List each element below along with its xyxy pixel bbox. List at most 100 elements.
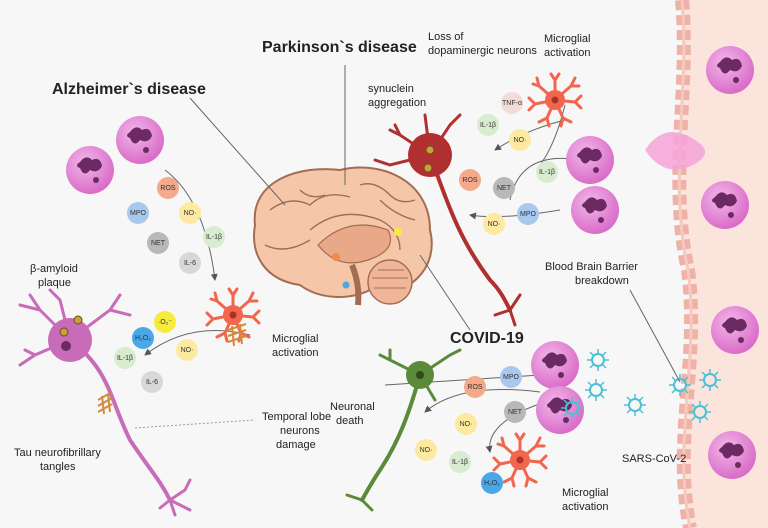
parkinson-neuron-soma [408, 133, 452, 177]
mediator-bubble-circle [157, 177, 179, 199]
brain-illustration [253, 166, 433, 306]
mediator-bubble-circle [517, 203, 539, 225]
label-tau: Tau neurofibrillary tangles [14, 447, 101, 473]
mediator-bubble-ad: NO· [179, 202, 201, 224]
mediator-bubble-label: H₂O₂ [135, 335, 151, 342]
mediator-bubble-circle [179, 252, 201, 274]
mediator-bubble-ad: NET [147, 232, 169, 254]
mediator-bubble-circle [509, 129, 531, 151]
svg-text:breakdown: breakdown [575, 275, 629, 287]
svg-text:Microglial: Microglial [272, 333, 318, 345]
mediator-bubble-label: TNF-α [502, 100, 522, 107]
temporal-connector [134, 419, 256, 429]
svg-text:Microglial: Microglial [562, 487, 608, 499]
mediator-bubble-ad: ·O₂⁻ [154, 311, 176, 333]
mediator-bubble-circle [483, 213, 505, 235]
mediator-bubble-pd: MPO [517, 203, 539, 225]
mediator-bubble-label: NET [508, 409, 523, 416]
mediator-bubble-ad: H₂O₂ [132, 327, 154, 349]
tau-tangles-icon [97, 391, 113, 415]
mediator-bubble-covid: MPO [500, 366, 522, 388]
mediator-bubble-circle [147, 232, 169, 254]
blood-vessel [645, 0, 768, 528]
mediator-bubble-ad: IL-1β [203, 226, 225, 248]
label-dopaminergic: Loss of dopaminergic neurons [428, 31, 537, 57]
tau-tangles-icon [227, 323, 247, 347]
mediator-bubble-circle [464, 376, 486, 398]
mediator-bubble-pd: NET [493, 177, 515, 199]
mediator-bubble-circle [154, 311, 176, 333]
svg-text:Temporal lobe: Temporal lobe [262, 411, 331, 423]
mediator-bubble-pd: NO· [509, 129, 531, 151]
svg-text:activation: activation [272, 347, 318, 359]
mediator-bubble-ad: IL-1β [114, 347, 136, 369]
label-microglial-pd: Microglial activation [544, 33, 590, 59]
svg-text:plaque: plaque [38, 277, 71, 289]
svg-text:death: death [336, 415, 364, 427]
bbb-connector [629, 289, 681, 383]
mediator-bubble-circle [477, 114, 499, 136]
mediator-bubble-label: NO· [184, 210, 197, 217]
mediator-bubble-covid: NET [504, 401, 526, 423]
mediator-bubble-circle [501, 92, 523, 114]
mediator-bubble-covid: NO· [415, 439, 437, 461]
mediator-bubble-circle [415, 439, 437, 461]
mediator-bubble-label: H₂O₂ [484, 480, 500, 487]
svg-text:Tau neurofibrillary: Tau neurofibrillary [14, 447, 101, 459]
alzheimer-title: Alzheimer`s disease [52, 81, 206, 98]
mediator-bubble-circle [132, 327, 154, 349]
mediator-bubble-ad: NO· [176, 339, 198, 361]
mediator-bubble-label: NO· [460, 421, 473, 428]
mediator-bubble-label: IL-1β [480, 122, 496, 129]
alzheimer-neuron-soma [48, 318, 92, 362]
mediator-bubble-label: ·O₂⁻ [158, 319, 172, 326]
mediator-bubble-circle [500, 366, 522, 388]
mediator-bubble-label: NO· [488, 221, 501, 228]
mediator-bubble-circle [179, 202, 201, 224]
svg-text:Microglial: Microglial [544, 33, 590, 45]
label-microglial-covid: Microglial activation [562, 487, 608, 513]
mediator-bubble-label: IL-1β [539, 169, 555, 176]
label-sars: SARS-CoV-2 [622, 453, 686, 465]
label-bbb: Blood Brain Barrier breakdown [545, 261, 638, 287]
mediator-bubble-label: MPO [130, 210, 147, 217]
mediator-bubble-label: IL-6 [184, 260, 196, 267]
mediator-bubble-circle [459, 169, 481, 191]
covid-title: COVID-19 [450, 330, 524, 347]
label-neuronal-death: Neuronal death [330, 401, 375, 427]
mediator-bubble-label: IL-6 [146, 379, 158, 386]
mediator-bubble-ad: IL-6 [141, 371, 163, 393]
svg-text:damage: damage [276, 439, 316, 451]
mediator-bubble-circle [493, 177, 515, 199]
microglia-icon [527, 72, 583, 128]
label-amyloid: β-amyloid plaque [30, 263, 78, 289]
mediator-bubble-circle [141, 371, 163, 393]
mediator-bubble-circle [176, 339, 198, 361]
mediator-bubble-pd: IL-1β [477, 114, 499, 136]
mediator-bubble-circle [504, 401, 526, 423]
mediator-bubble-covid: ROS [464, 376, 486, 398]
mediator-bubble-ad: IL-6 [179, 252, 201, 274]
mediator-bubble-label: IL-1β [117, 355, 133, 362]
svg-text:dopaminergic neurons: dopaminergic neurons [428, 45, 537, 57]
mediator-bubble-ad: ROS [157, 177, 179, 199]
covid-neuron [345, 348, 462, 512]
mediator-bubble-circle [481, 472, 503, 494]
svg-text:tangles: tangles [40, 461, 76, 473]
mediator-bubble-covid: NO· [455, 413, 477, 435]
mediator-bubble-label: MPO [503, 374, 520, 381]
svg-text:activation: activation [562, 501, 608, 513]
mediator-bubble-label: NET [151, 240, 166, 247]
parkinson-title: Parkinson`s disease [262, 39, 417, 56]
label-microglial-ad: Microglial activation [272, 333, 318, 359]
mediator-bubble-pd: TNF-α [501, 92, 523, 114]
mediator-bubble-pd: NO· [483, 213, 505, 235]
mediator-bubble-pd: IL-1β [536, 161, 558, 183]
mediator-bubble-label: ROS [160, 185, 176, 192]
mediator-bubble-ad: MPO [127, 202, 149, 224]
mediator-bubble-covid: IL-1β [449, 451, 471, 473]
label-synuclein: synuclein aggregation [368, 83, 426, 109]
mediator-bubble-circle [449, 451, 471, 473]
